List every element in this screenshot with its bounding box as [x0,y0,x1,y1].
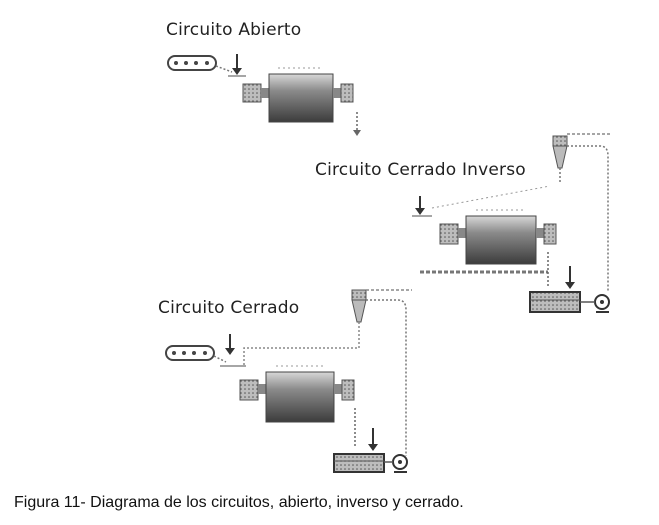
title-closed-circuit: Circuito Cerrado [158,298,300,318]
pump-icon [384,454,408,473]
open-circuit-diagram [167,54,361,136]
feed-arrow-icon [228,54,246,77]
title-reverse-closed-circuit: Circuito Cerrado Inverso [315,160,526,180]
title-open-circuit: Circuito Abierto [166,20,302,40]
conveyor-belt-icon [167,55,217,71]
feed-line [431,185,551,209]
figure-caption: Figura 11- Diagrama de los circuitos, ab… [14,494,464,511]
feed-line [215,65,233,73]
conveyor-belt-icon [165,345,215,361]
pump-icon [580,294,610,313]
ball-mill-icon [242,67,354,123]
sump-tank-icon [529,291,581,313]
hydrocyclone-icon [552,135,568,169]
sump-arrow-icon [565,266,575,289]
feed-line [213,355,227,363]
closed-circuit-diagram [165,289,412,473]
sump-arrow-icon [368,428,378,451]
recycle-line [567,145,609,292]
feed-arrow-icon [412,196,432,217]
hydrocyclone-icon [351,289,367,323]
ball-mill-icon [439,209,557,265]
feed-arrow-icon [220,334,246,367]
underflow-return-line [243,322,360,366]
reverse-closed-circuit-diagram [412,133,612,313]
sump-tank-icon [333,453,385,473]
ball-mill-icon [239,365,355,423]
discharge-arrow-icon [353,130,361,136]
recycle-line [366,299,407,456]
